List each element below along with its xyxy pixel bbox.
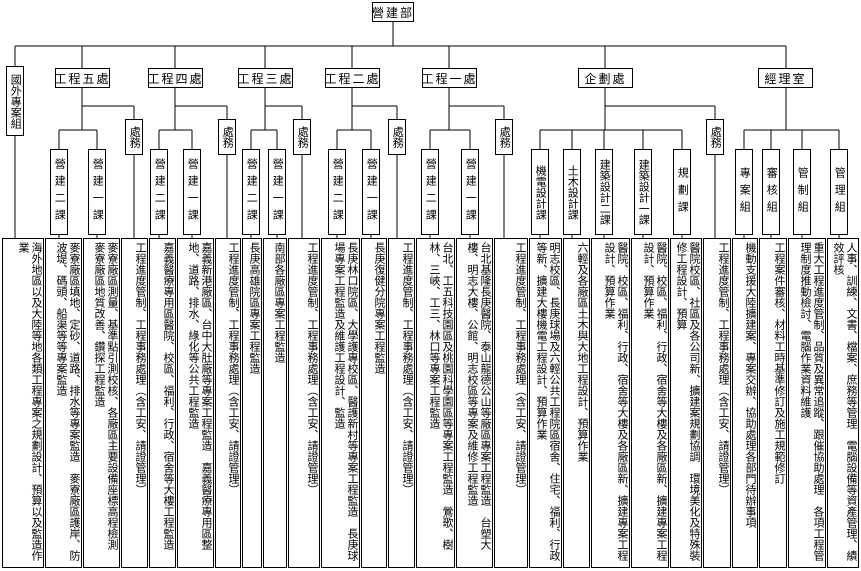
overseas-box: 國外專案組 [6, 66, 24, 136]
section-box: 機電設計課 [531, 149, 549, 235]
section-box: 營建二課 [421, 149, 439, 235]
section-box: 營建一課 [461, 149, 479, 235]
section-box: 營建一課 [183, 149, 201, 235]
duty-box: 嘉義新港廠區、台中大肚廠等專案工程監造 嘉義醫療專用區整地、道路、排水、綠化等公… [177, 238, 214, 568]
duty-box: 麥寮廠區填地、定砂、道路、排水等專案監造 麥寮廠區護岸、防波堤、碼頭、船渠等等專… [45, 238, 82, 568]
duty-box: 醫院、校區、福利、行政、宿舍等大樓及各廠區新、擴建專案工程設計、預算作業 [591, 238, 630, 568]
duty-box: 海外地區以及大陸等地各類工程專案之規劃設計、預算以及監造作業 [2, 238, 44, 568]
section-box: 營建一課 [88, 149, 106, 235]
duty-box: 工程進度管制、工程事務處理（含工安、請證管理） [121, 238, 148, 568]
section-box: 營建一課 [268, 149, 286, 235]
root-box: 營建部 [372, 2, 414, 22]
group-box: 管制組 [793, 149, 811, 235]
duty-box: 工程進度管制、工程事務處理（含工安、請證管理） [388, 238, 415, 568]
section-box: 建築設計二課 [595, 149, 613, 235]
duty-box: 麥寮廠區測量、基準點引測校核、各廠區主要設備座標高程檢測 麥寮廠區地質改善、鑽探… [83, 238, 120, 568]
div3-box: 工程三處 [238, 68, 293, 88]
duty-box: 工程進度管制、工程事務處理（含工安、請證管理） [215, 238, 241, 568]
div1-box: 工程一處 [422, 68, 477, 88]
duty-box: 工程進度管制、工程事務處理（含工安、請證管理） [494, 238, 528, 568]
duty-box: 嘉義醫療專用區醫院、校區、福利、行政、宿舍等大樓工程監造 [149, 238, 176, 568]
section-box: 營建二課 [50, 149, 68, 235]
duty-box: 南部各廠區專案工程監造 [263, 238, 287, 568]
duty-box: 台北基隆長庚醫院、泰山龍德公山等廠區專案工程監造 台塑大樓、明志大樓、公館、明志… [456, 238, 493, 568]
duty-box: 工程案件審核、材料工時基準修訂及施工規範修訂 [759, 238, 787, 568]
duty-box: 機動支援大陸擴建案、專案交辦、協助處理各部門待辦事項 [732, 238, 758, 568]
section-box: 土木設計課 [563, 149, 581, 235]
affairs-box: 處務 [218, 119, 236, 155]
duty-box: 工程進度管制、工程事務處理（含工安、請證管理） [288, 238, 320, 568]
duty-box: 長庚復健分院專案工程監造 [361, 238, 387, 568]
div4-box: 工程四處 [148, 68, 203, 88]
section-box: 建築設計一課 [634, 149, 652, 235]
duty-box: 醫院、校區、福利、行政、宿舍等大樓及各廠區新、擴建專案工程設計、預算作業 [631, 238, 669, 568]
group-box: 專案組 [735, 149, 753, 235]
section-box: 營建二課 [242, 149, 260, 235]
duty-box: 六輕及各廠區土木與大地工程設計、預算作業 [563, 238, 590, 568]
section-box: 營建二課 [328, 149, 346, 235]
section-box: 營建一課 [362, 149, 380, 235]
section-box: 規劃課 [673, 149, 691, 235]
duty-box: 醫院校區、社區及各公司新、擴建案規劃協調 環境美化及特殊裝修工程設計、預算 [670, 238, 702, 568]
duty-box: 台北、工五科技園區及桃園科學園區等專案工程監造 鶯歌、樹林、三峽、工三、林口等專… [416, 238, 455, 568]
duty-box: 重大工程進度管制、品質及異常追蹤、跟催協助處理 各項工程管理制度推動檢討、電腦作… [788, 238, 826, 568]
duty-box: 人事、訓練、文書、檔案、庶務等管理 電腦設備等資產管理、績效評核 [827, 238, 859, 568]
group-box: 審核組 [762, 149, 780, 235]
affairs-box: 處務 [706, 119, 724, 155]
planning-box: 企劃處 [578, 68, 633, 88]
div2-box: 工程二處 [325, 68, 380, 88]
affairs-box: 處務 [293, 119, 311, 155]
duty-box: 長庚林口院區、大學護專校區、醫護新村等專案工程監造 長庚球場專案工程監造及維護工… [321, 238, 360, 568]
section-box: 營建二課 [150, 149, 168, 235]
group-box: 管理組 [830, 149, 848, 235]
affairs-box: 處務 [388, 119, 406, 155]
duty-box: 長庚高雄院區專案工程監造 [242, 238, 262, 568]
duty-box: 明志校區、長庚球場及六輕公共工程院區宿舍、住宅、福利、行政等新、擴建大樓機電工程… [529, 238, 562, 568]
affairs-box: 處務 [125, 119, 143, 155]
duty-box: 工程進度管制、工程事務處理（含工安、請證管理） [703, 238, 731, 568]
div5-box: 工程五處 [55, 68, 110, 88]
management-box: 經理室 [758, 68, 813, 88]
affairs-box: 處務 [495, 119, 513, 155]
